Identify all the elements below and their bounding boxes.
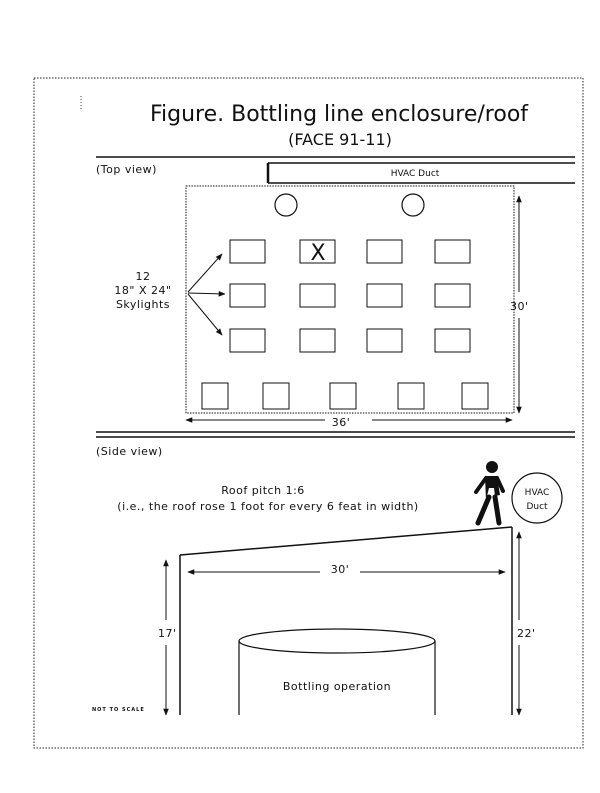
width-dimension: 36' bbox=[332, 416, 351, 429]
callout-arrow bbox=[187, 291, 226, 297]
skylight bbox=[434, 283, 471, 308]
side-view-heading: (Side view) bbox=[96, 445, 163, 458]
roof-vent bbox=[274, 193, 298, 217]
top-view-heading: (Top view) bbox=[96, 163, 157, 176]
roof-vent bbox=[401, 193, 425, 217]
skylight bbox=[299, 328, 336, 353]
top-hvac-duct: HVAC Duct bbox=[266, 162, 575, 184]
side-duct-label-2: Duct bbox=[526, 502, 548, 512]
bottom-opening bbox=[201, 382, 229, 410]
side-roof-line bbox=[179, 526, 513, 556]
skylight bbox=[299, 283, 336, 308]
skylight bbox=[366, 239, 403, 264]
skylight bbox=[229, 328, 266, 353]
left-height-dimension: 17' bbox=[158, 627, 177, 640]
skylight-grid: X bbox=[201, 239, 489, 410]
side-width-dimension: 30' bbox=[331, 563, 350, 576]
figure-border bbox=[33, 77, 584, 749]
skylight bbox=[434, 328, 471, 353]
skylight-x-mark: X bbox=[310, 241, 325, 266]
bottling-tank bbox=[238, 628, 436, 715]
side-hvac-duct bbox=[511, 472, 563, 524]
skylight-marked bbox=[299, 239, 336, 264]
roof-pitch-note: (i.e., the roof rose 1 foot for every 6 … bbox=[117, 500, 418, 513]
tank-label: Bottling operation bbox=[283, 680, 391, 693]
bottom-opening bbox=[329, 382, 357, 410]
skylight bbox=[366, 328, 403, 353]
figure-subtitle: (FACE 91-11) bbox=[288, 130, 392, 149]
skylight-count: 12 bbox=[136, 270, 151, 283]
depth-dimension: 30' bbox=[510, 300, 529, 313]
skylight bbox=[434, 239, 471, 264]
skylight bbox=[229, 283, 266, 308]
roof-pitch-label: Roof pitch 1:6 bbox=[221, 484, 305, 497]
skylight-size: 18" X 24" bbox=[114, 284, 171, 297]
callout-arrow bbox=[187, 253, 223, 293]
figure-title: Figure. Bottling line enclosure/roof bbox=[150, 102, 529, 127]
skylight bbox=[366, 283, 403, 308]
bottom-opening bbox=[262, 382, 290, 410]
top-enclosure bbox=[185, 185, 515, 414]
bottom-opening bbox=[397, 382, 425, 410]
callout-arrow bbox=[187, 293, 223, 336]
right-height-dimension: 22' bbox=[517, 627, 536, 640]
side-duct-label-1: HVAC bbox=[525, 488, 550, 498]
top-duct-label: HVAC Duct bbox=[391, 169, 440, 179]
skylight-label: Skylights bbox=[116, 298, 170, 311]
bottom-opening bbox=[461, 382, 489, 410]
scale-note: NOT TO SCALE bbox=[92, 707, 145, 713]
skylight bbox=[229, 239, 266, 264]
person-icon bbox=[474, 461, 505, 526]
